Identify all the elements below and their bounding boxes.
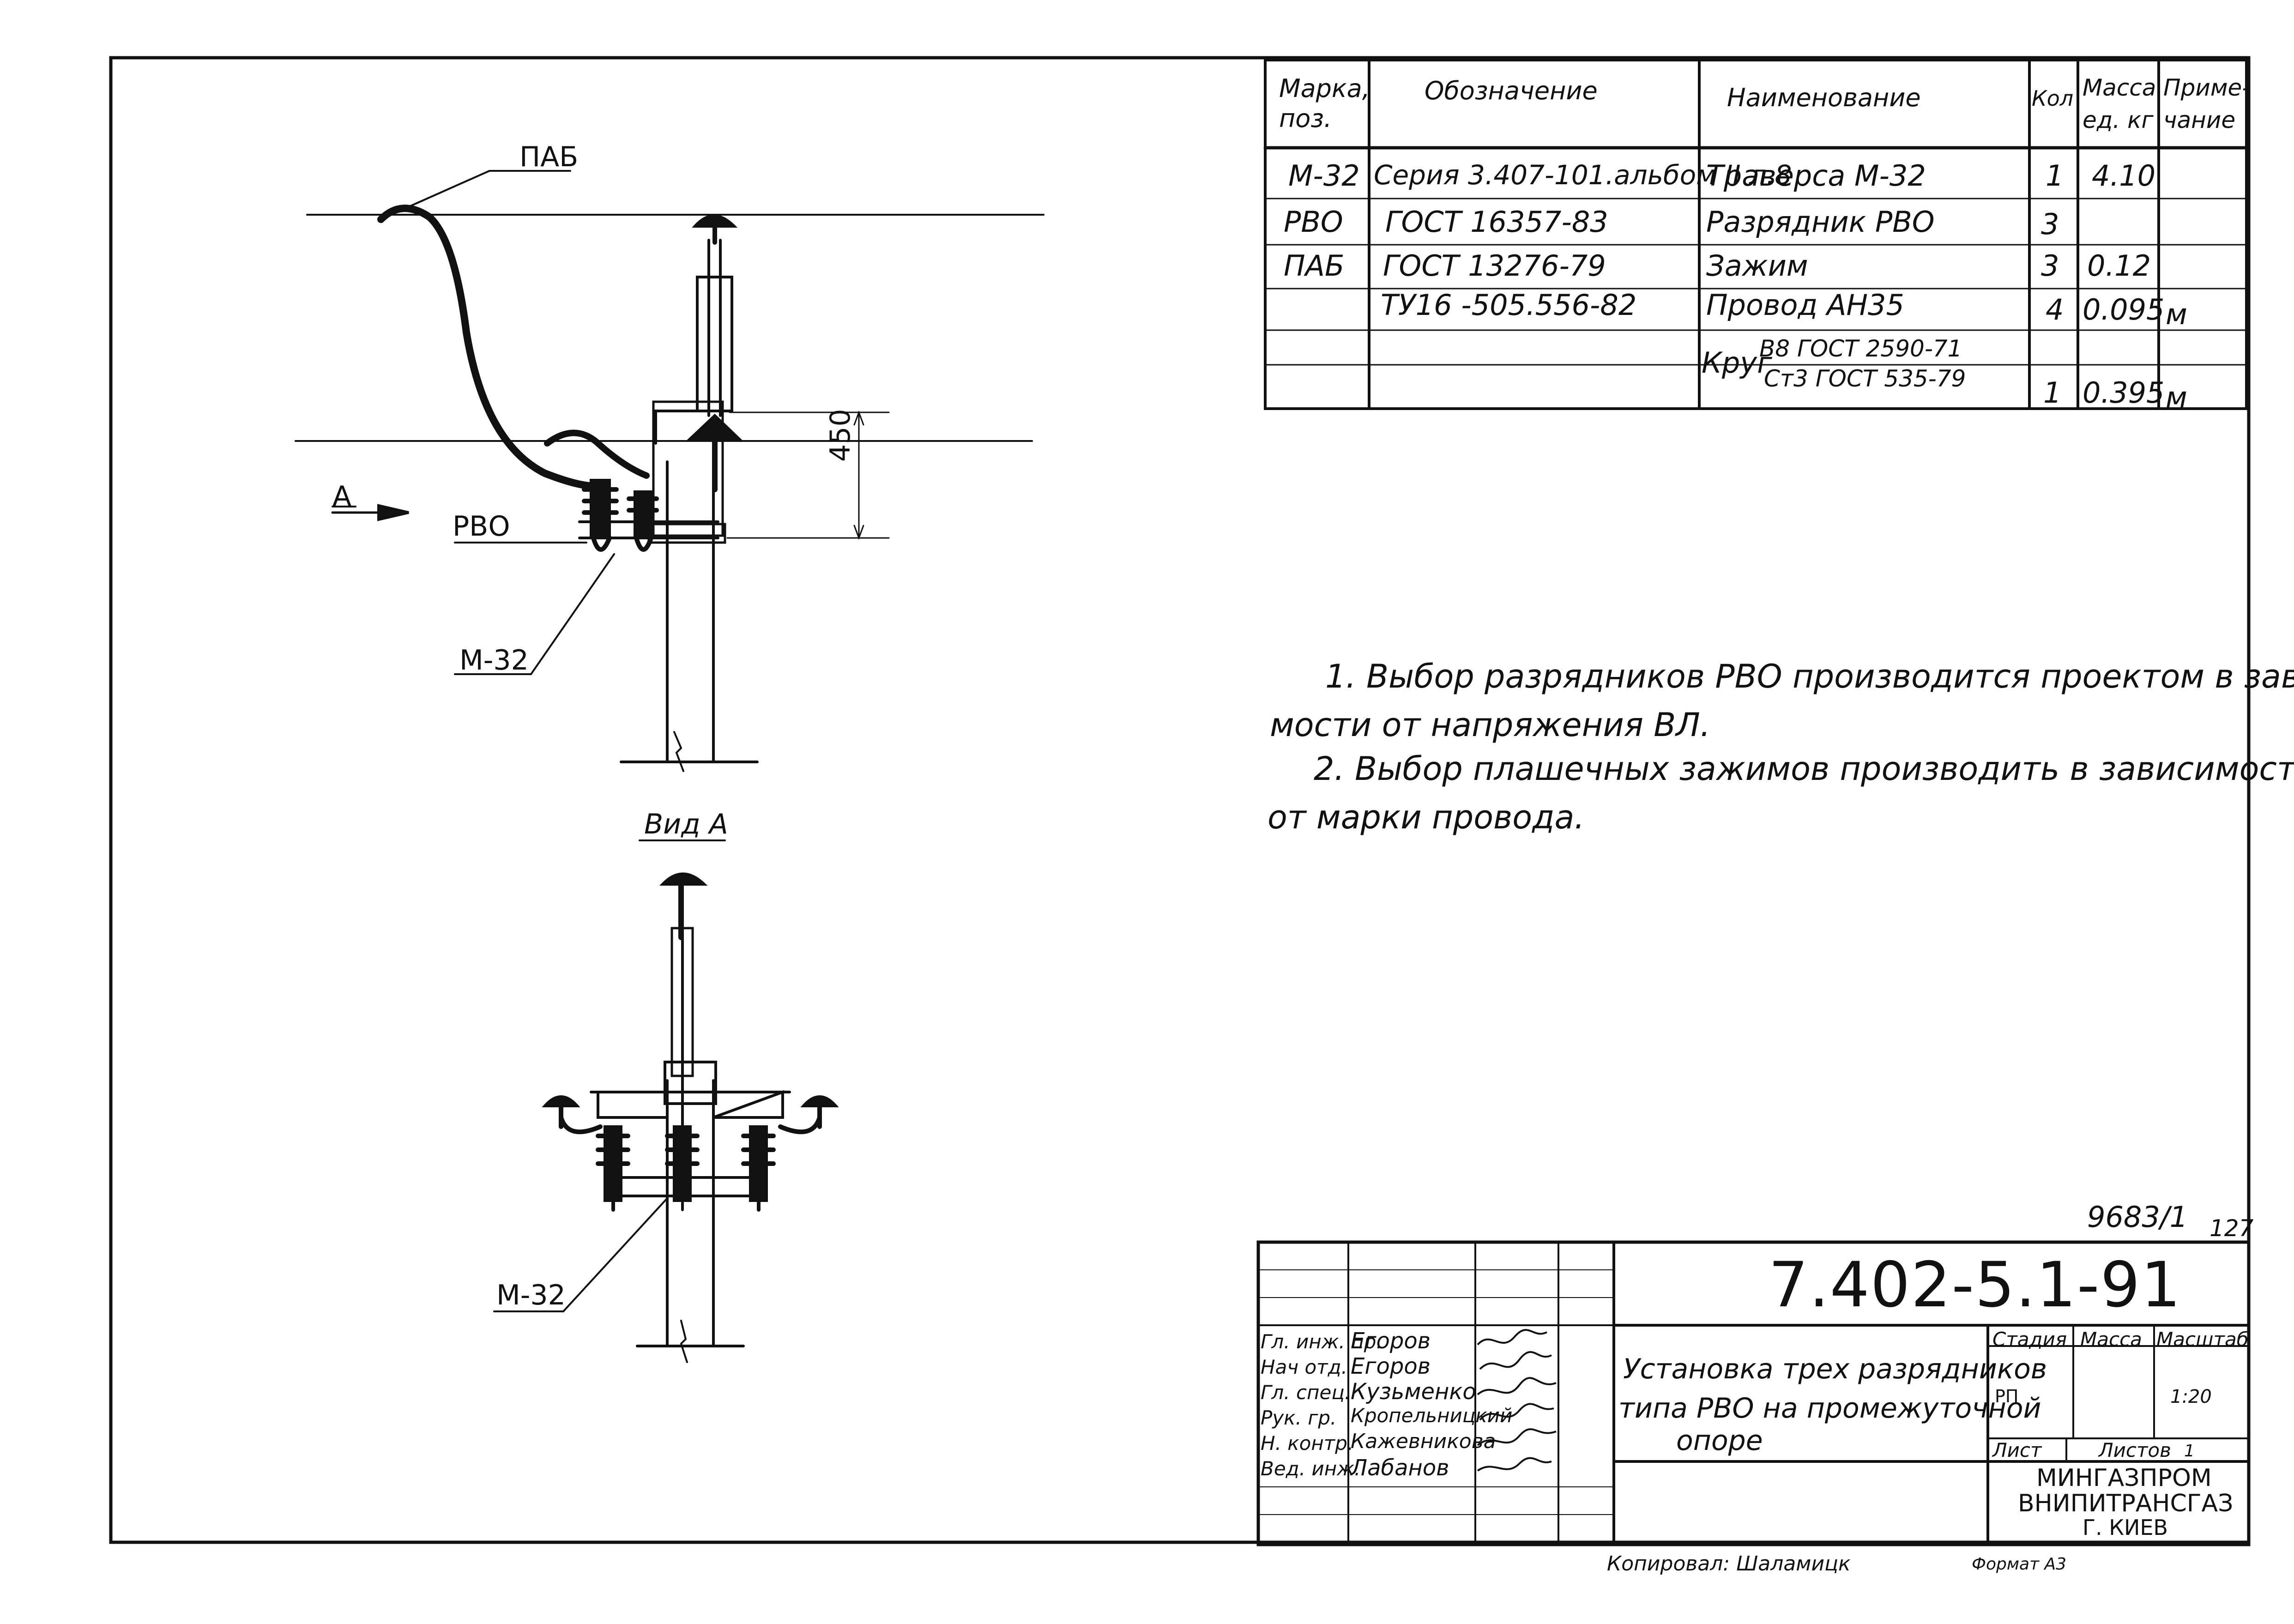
label-m32-top: М-32: [459, 644, 529, 676]
scale-value: 1:20: [2170, 1386, 2212, 1407]
title-line-3: опоре: [1676, 1425, 1763, 1457]
label-rvo: РВО: [453, 510, 510, 543]
note-2-line-1: 2. Выбор плашечных зажимов производить в…: [1314, 750, 2294, 788]
sheets-value: 1: [2184, 1442, 2195, 1461]
spec-row-4-designation: ТУ16 -505.556-82: [1381, 288, 1637, 322]
spec-table-grid: [1263, 59, 2248, 410]
spec-row-5-name: Круг: [1702, 346, 1772, 380]
role-chief-specialist: Гл. спец.: [1261, 1381, 1351, 1404]
spec-row-3-mark: ПАБ: [1284, 249, 1345, 283]
role-dept-head: Нач отд.: [1261, 1356, 1348, 1378]
spec-header-mark: Марка,: [1279, 74, 1370, 103]
name-group-leader: Кропельницкий: [1351, 1404, 1513, 1427]
view-a-title: Вид А: [644, 808, 728, 840]
view-a-arrester-left: [596, 1125, 630, 1212]
role-group-leader: Рук. гр.: [1261, 1407, 1337, 1429]
note-1-line-1: 1. Выбор разрядников РВО производится пр…: [1325, 658, 2294, 695]
label-pab: ПАБ: [519, 141, 579, 173]
sheet-frame: [109, 56, 2251, 1544]
spec-row-4-note: м: [2166, 297, 2187, 331]
spec-row-2-qty: 3: [2041, 207, 2059, 241]
view-a-arrester-center: [665, 1125, 700, 1202]
note-1-line-2: мости от напряжения ВЛ.: [1270, 706, 1711, 744]
role-chief-engineer: Гл. инж. пр.: [1261, 1330, 1382, 1353]
label-m32-bottom: М-32: [496, 1279, 566, 1311]
stage-label: Стадия: [1992, 1328, 2067, 1351]
title-block-grid: [1256, 1240, 2251, 1546]
spec-row-4-mass: 0.095: [2083, 293, 2165, 326]
view-a: [493, 839, 839, 1363]
spec-row-5-mass: 0.395: [2083, 376, 2165, 410]
dimension-450: 450: [824, 409, 857, 462]
stage-value: РП: [1995, 1386, 2019, 1407]
spec-header-name: Наименование: [1727, 83, 1921, 112]
spec-row-5-note: м: [2166, 380, 2187, 414]
spec-row-2-designation: ГОСТ 16357-83: [1385, 205, 1608, 239]
spec-row-4-qty: 4: [2046, 293, 2064, 326]
spec-row-5-name-sub2: Ст3 ГОСТ 535-79: [1764, 365, 1966, 392]
org-line-1: МИНГАЗПРОМ: [2036, 1464, 2212, 1492]
org-line-3: Г. КИЕВ: [2083, 1515, 2168, 1540]
label-view-direction-a: А: [332, 480, 352, 513]
spec-header-designation: Обозначение: [1425, 76, 1598, 105]
spec-row-5-name-sub1: В8 ГОСТ 2590-71: [1759, 335, 1962, 362]
name-chief-engineer: Егоров: [1351, 1328, 1431, 1354]
arrester-2: [627, 490, 659, 552]
mass-label: Масса: [2080, 1328, 2142, 1351]
name-norm-control: Кажевникова: [1351, 1430, 1496, 1453]
spec-row-1-name: Траверса М-32: [1706, 159, 1926, 193]
sheet-number: 127: [2209, 1215, 2254, 1242]
title-line-1: Установка трех разрядников: [1623, 1353, 2047, 1385]
sheet-format: Формат А3: [1972, 1555, 2067, 1574]
spec-row-3-mass: 0.12: [2087, 249, 2151, 283]
spec-row-2-name: Разрядник РВО: [1706, 205, 1935, 239]
spec-header-qty: Кол: [2032, 86, 2074, 111]
elevation-view: [295, 170, 1044, 772]
spec-row-1-qty: 1: [2046, 159, 2064, 193]
spec-row-1-mark: М-32: [1288, 159, 1360, 193]
spec-header-mass: Масса: [2083, 74, 2156, 101]
spec-row-1-designation: Серия 3.407-101.альбом II л.8: [1374, 159, 1792, 191]
document-code: 7.402-5.1-91: [1769, 1249, 2182, 1321]
signature-marks: [1477, 1329, 1557, 1472]
spec-row-4-name: Провод АН35: [1706, 288, 1904, 322]
org-line-2: ВНИПИТРАНСГАЗ: [2018, 1490, 2234, 1517]
name-chief-specialist: Кузьменко: [1351, 1379, 1476, 1405]
spec-header-note: Приме-: [2163, 74, 2251, 101]
sheet-label: Лист: [1992, 1439, 2042, 1461]
title-line-2: типа РВО на промежуточной: [1618, 1392, 2041, 1425]
spec-header-note-2: чание: [2163, 107, 2236, 133]
role-norm-control: Н. контр.: [1261, 1432, 1354, 1455]
spec-row-2-mark: РВО: [1284, 205, 1343, 239]
spec-header-mark-pos: поз.: [1279, 104, 1332, 133]
sheets-label: Листов: [2099, 1439, 2171, 1461]
name-dept-head: Егоров: [1351, 1353, 1431, 1379]
spec-row-5-qty: 1: [2043, 376, 2062, 410]
view-a-arrester-right: [741, 1125, 776, 1212]
scale-label: Масштаб: [2156, 1328, 2249, 1351]
spec-row-3-name: Зажим: [1706, 249, 1808, 283]
name-lead-engineer: Лабанов: [1351, 1455, 1449, 1481]
note-2-line-2: от марки провода.: [1268, 798, 1585, 836]
role-lead-engineer: Вед. инж.: [1261, 1457, 1361, 1480]
spec-row-3-designation: ГОСТ 13276-79: [1383, 249, 1606, 283]
spec-row-3-qty: 3: [2041, 249, 2059, 283]
archive-number: 9683/1: [2087, 1200, 2188, 1234]
spec-header-mass-unit: ед. кг: [2083, 107, 2154, 133]
spec-row-1-mass: 4.10: [2092, 159, 2156, 193]
copied-by: Копировал: Шаламицк: [1607, 1552, 1851, 1576]
